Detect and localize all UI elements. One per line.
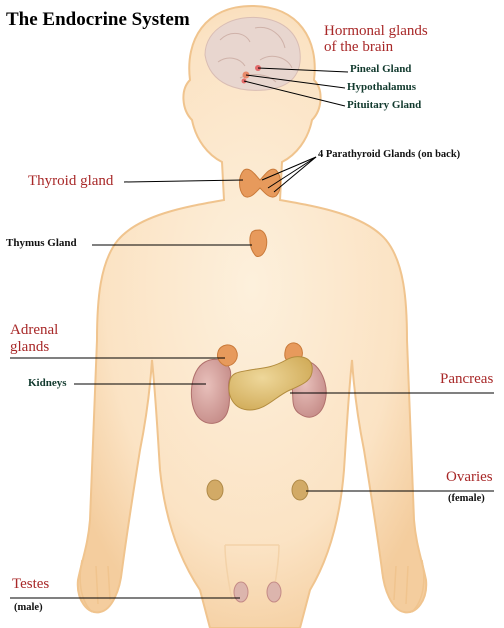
thyroid-leader (123, 179, 244, 183)
pineal-gland-label: Pineal Gland (350, 63, 412, 75)
left-ovary (206, 479, 224, 501)
parathyroid-leader-1 (261, 156, 317, 181)
thymus-gland (249, 229, 268, 257)
leader-lines (10, 67, 494, 599)
left-kidney (190, 358, 232, 424)
adrenal-glands-label-line1: Adrenal (10, 322, 59, 338)
left-adrenal-gland (217, 344, 238, 367)
brain (204, 16, 301, 91)
brain-folds (217, 26, 293, 83)
thymus-gland-label: Thymus Gland (6, 237, 77, 249)
pancreas-label: Pancreas (440, 371, 494, 387)
right-ovary (291, 479, 309, 501)
right-testis (266, 581, 282, 603)
ovaries-label: Ovaries (446, 469, 493, 485)
pituitary-leader (243, 80, 346, 107)
pancreas (228, 356, 313, 411)
ovaries-note: (female) (448, 493, 485, 504)
testes-label: Testes (12, 576, 50, 592)
pituitary-gland-label: Pituitary Gland (347, 99, 422, 111)
right-hand (393, 559, 425, 613)
pineal-leader (257, 67, 349, 73)
parathyroid-leader-2 (267, 156, 317, 189)
parathyroid-leader-3 (273, 156, 317, 193)
hypothalamus-leader (245, 74, 346, 89)
hormonal-glands-label-line2: of the brain (324, 39, 394, 55)
body-silhouette (76, 4, 428, 628)
page-title: The Endocrine System (6, 9, 190, 30)
hormonal-glands-label-line1: Hormonal glands (324, 23, 428, 39)
hypothalamus-label: Hypothalamus (347, 81, 417, 93)
kidneys-label: Kidneys (28, 377, 67, 389)
thyroid-gland-label: Thyroid gland (28, 173, 114, 189)
adrenal-glands-label-line2: glands (10, 339, 50, 355)
left-testis (233, 581, 249, 603)
parathyroid-glands-label: 4 Parathyroid Glands (on back) (318, 149, 461, 160)
testes-note: (male) (14, 602, 43, 613)
